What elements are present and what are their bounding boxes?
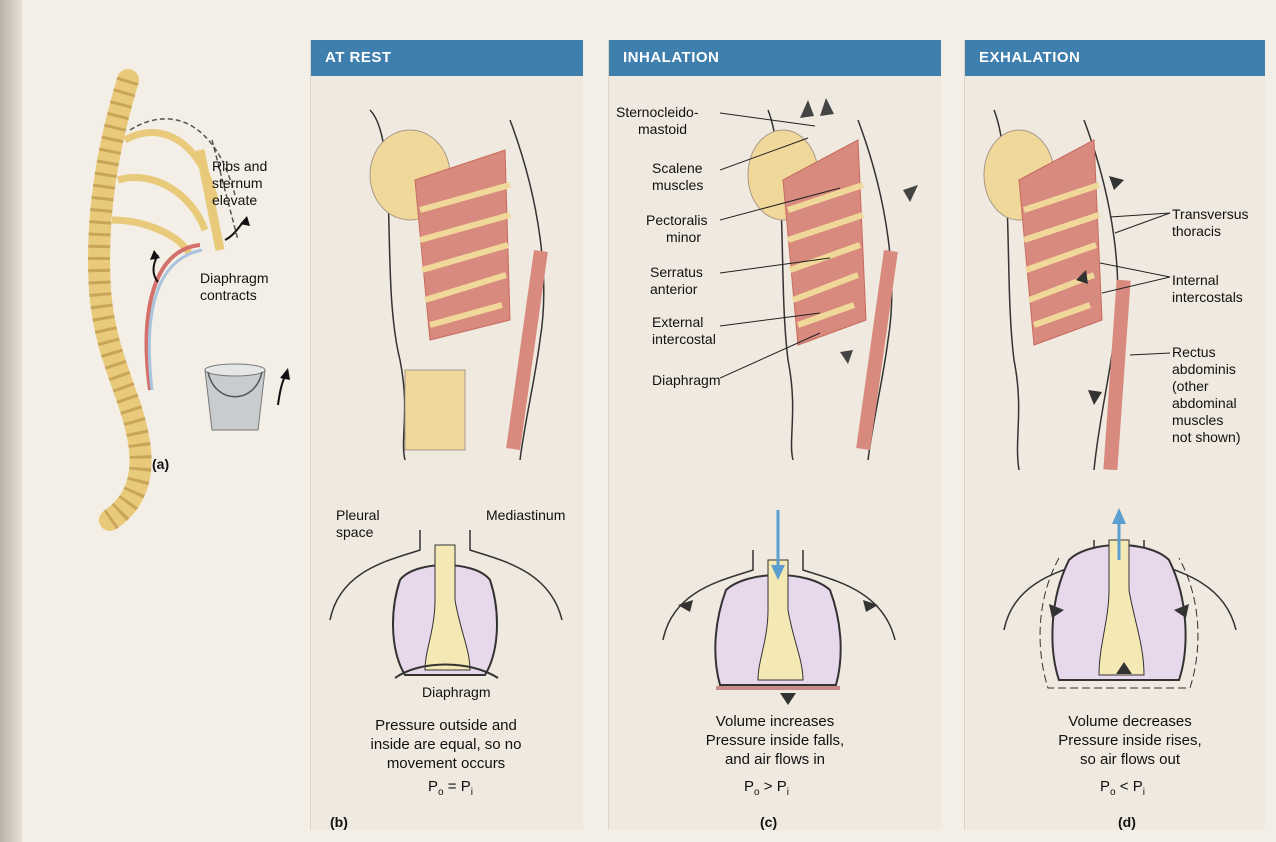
spine-ribcage-illustration: [40, 60, 340, 580]
label-line: not shown): [1172, 429, 1240, 446]
label-sternocleidomastoid: Sternocleido- mastoid: [616, 104, 699, 138]
label-line: intercostal: [652, 331, 716, 348]
label-diaphragm-contracts: Diaphragm contracts: [200, 270, 268, 304]
label-external-intercostal: External intercostal: [652, 314, 716, 348]
eq-op: >: [760, 778, 777, 795]
caption-line: Pressure outside and: [330, 716, 562, 735]
equation-c: Po > Pi: [744, 778, 789, 798]
label-line: thoracis: [1172, 223, 1249, 240]
caption-line: Volume decreases: [1010, 712, 1250, 731]
chest-cross-section-inhalation: [608, 510, 940, 720]
panel-header-exhalation: EXHALATION: [965, 40, 1265, 76]
panel-header-inhalation: INHALATION: [609, 40, 941, 76]
label-transversus-thoracis: Transversus thoracis: [1172, 206, 1249, 240]
label-line: muscles: [1172, 412, 1240, 429]
label-line: Sternocleido-: [616, 104, 699, 121]
label-line: External: [652, 314, 716, 331]
label-line: Pleural: [336, 507, 380, 524]
label-line: intercostals: [1172, 289, 1243, 306]
eq-right-sub: i: [1143, 787, 1145, 798]
caption-line: Pressure inside rises,: [1010, 731, 1250, 750]
label-line: Rectus: [1172, 344, 1240, 361]
label-line: Transversus: [1172, 206, 1249, 223]
caption-line: and air flows in: [650, 750, 900, 769]
caption-line: Pressure inside falls,: [650, 731, 900, 750]
eq-right: P: [777, 778, 787, 795]
label-diaphragm-b: Diaphragm: [422, 684, 490, 701]
label-line: Serratus: [650, 264, 703, 281]
chest-cross-section-exhalation: [964, 500, 1264, 710]
eq-op: =: [444, 778, 461, 795]
eq-right-sub: i: [787, 787, 789, 798]
caption-b: Pressure outside and inside are equal, s…: [330, 716, 562, 773]
caption-line: movement occurs: [330, 754, 562, 773]
label-pleural-space: Pleural space: [336, 507, 380, 541]
label-line: Diaphragm: [200, 270, 268, 287]
label-leader-lines-d: [1090, 205, 1180, 385]
eq-right: P: [1133, 778, 1143, 795]
figure-label-d: (d): [1118, 814, 1136, 830]
label-line: contracts: [200, 287, 268, 304]
label-line: minor: [646, 229, 707, 246]
label-line: abdominis: [1172, 361, 1240, 378]
book-gutter: [0, 0, 22, 842]
caption-c: Volume increases Pressure inside falls, …: [650, 712, 900, 769]
eq-left: P: [1100, 778, 1110, 795]
label-line: space: [336, 524, 380, 541]
label-line: sternum: [212, 175, 267, 192]
label-line: Internal: [1172, 272, 1243, 289]
label-line: Pectoralis: [646, 212, 707, 229]
label-line: mastoid: [616, 121, 699, 138]
label-rectus-abdominis: Rectus abdominis (other abdominal muscle…: [1172, 344, 1240, 446]
equation-d: Po < Pi: [1100, 778, 1145, 798]
eq-right-sub: i: [471, 787, 473, 798]
figure-label-b: (b): [330, 814, 348, 830]
caption-line: Volume increases: [650, 712, 900, 731]
figure-label-c: (c): [760, 814, 777, 830]
label-mediastinum: Mediastinum: [486, 507, 565, 524]
label-leader-lines-c: [720, 108, 860, 408]
caption-line: so air flows out: [1010, 750, 1250, 769]
label-pectoralis-minor: Pectoralis minor: [646, 212, 707, 246]
label-line: Ribs and: [212, 158, 267, 175]
label-internal-intercostals: Internal intercostals: [1172, 272, 1243, 306]
label-line: elevate: [212, 192, 267, 209]
label-diaphragm-c: Diaphragm: [652, 372, 720, 389]
eq-left: P: [744, 778, 754, 795]
caption-d: Volume decreases Pressure inside rises, …: [1010, 712, 1250, 769]
label-line: muscles: [652, 177, 703, 194]
eq-right: P: [461, 778, 471, 795]
eq-op: <: [1116, 778, 1133, 795]
label-scalene-muscles: Scalene muscles: [652, 160, 703, 194]
equation-b: Po = Pi: [428, 778, 473, 798]
label-ribs-sternum: Ribs and sternum elevate: [212, 158, 267, 209]
panel-header-at-rest: AT REST: [311, 40, 583, 76]
label-line: Diaphragm: [652, 372, 720, 389]
label-serratus-anterior: Serratus anterior: [650, 264, 703, 298]
caption-line: inside are equal, so no: [330, 735, 562, 754]
label-line: abdominal: [1172, 395, 1240, 412]
label-line: Scalene: [652, 160, 703, 177]
torso-illustration-rest: [310, 80, 582, 460]
figure-label-a: (a): [152, 456, 169, 472]
label-line: anterior: [650, 281, 703, 298]
eq-left: P: [428, 778, 438, 795]
label-line: (other: [1172, 378, 1240, 395]
